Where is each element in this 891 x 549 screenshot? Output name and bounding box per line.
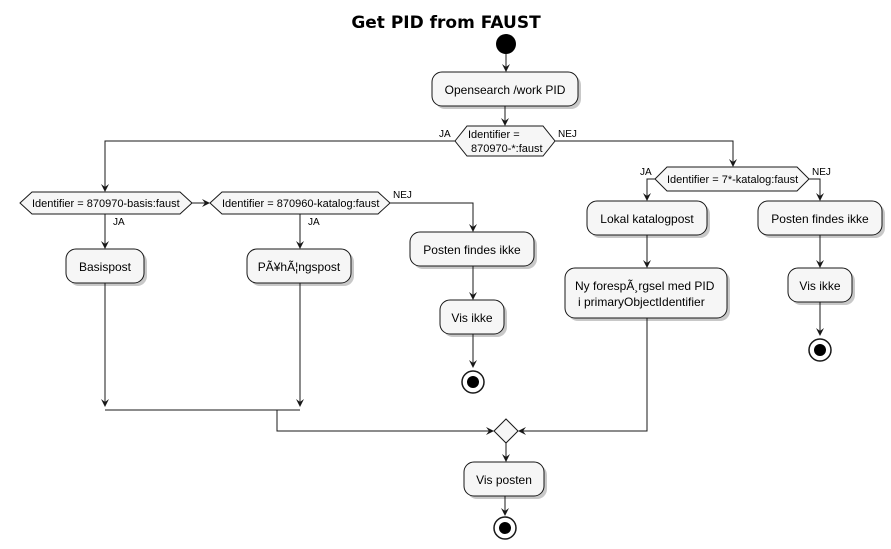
svg-text:Identifier = 870970-basis:faus: Identifier = 870970-basis:faust	[32, 198, 180, 210]
merge-node	[493, 418, 519, 444]
svg-text:Ny forespÃ¸rgsel med PID: Ny forespÃ¸rgsel med PID	[575, 279, 715, 293]
svg-text:Basispost: Basispost	[79, 260, 132, 274]
branch-label-nej: NEJ	[558, 129, 577, 140]
svg-text:Vis ikke: Vis ikke	[451, 311, 492, 325]
branch-label-ja: JA	[308, 217, 320, 228]
branch-label-ja: JA	[113, 217, 125, 228]
svg-text:PÃ¥hÃ¦ngspost: PÃ¥hÃ¦ngspost	[258, 260, 341, 274]
end-node-middle	[461, 370, 485, 394]
svg-text:i primaryObjectIdentifier: i primaryObjectIdentifier	[578, 295, 705, 309]
end-node-bottom	[493, 516, 517, 540]
svg-text:Opensearch /work PID: Opensearch /work PID	[445, 83, 566, 97]
activity-paahaengspost: PÃ¥hÃ¦ngspost	[246, 248, 354, 286]
diagram-title: Get PID from FAUST	[351, 13, 541, 33]
activity-ny-forespoergsel: Ny forespÃ¸rgsel med PID i primaryObject…	[564, 267, 730, 321]
svg-text:Vis ikke: Vis ikke	[799, 279, 840, 293]
svg-text:Lokal katalogpost: Lokal katalogpost	[600, 212, 694, 226]
decision-main: Identifier = 870970-*:faust	[454, 125, 556, 157]
svg-text:Identifier =: Identifier =	[468, 129, 520, 141]
activity-posten-findes-ikke-middle: Posten findes ikke	[409, 231, 537, 269]
activity-vis-ikke-right: Vis ikke	[787, 267, 855, 305]
decision-katalog7: Identifier = 7*-katalog:faust	[654, 166, 810, 192]
svg-text:Identifier = 870960-katalog:fa: Identifier = 870960-katalog:faust	[222, 198, 379, 210]
activity-vis-posten: Vis posten	[463, 461, 547, 499]
svg-text:Posten findes ikke: Posten findes ikke	[771, 212, 869, 226]
branch-label-nej: NEJ	[393, 190, 412, 201]
activity-opensearch: Opensearch /work PID	[431, 71, 581, 109]
svg-text:Identifier = 7*-katalog:faust: Identifier = 7*-katalog:faust	[667, 174, 798, 186]
svg-text:870970-*:faust: 870970-*:faust	[471, 143, 543, 155]
svg-text:Posten findes ikke: Posten findes ikke	[423, 243, 521, 257]
decision-basis: Identifier = 870970-basis:faust	[19, 191, 193, 215]
activity-basispost: Basispost	[65, 248, 147, 286]
svg-text:Vis posten: Vis posten	[476, 473, 532, 487]
activity-lokal-katalogpost: Lokal katalogpost	[586, 200, 710, 238]
decision-katalog960: Identifier = 870960-katalog:faust	[209, 191, 391, 215]
start-node	[496, 34, 516, 54]
branch-label-nej: NEJ	[812, 167, 831, 178]
branch-label-ja: JA	[640, 167, 652, 178]
end-node-right	[808, 338, 832, 362]
branch-label-ja: JA	[439, 129, 451, 140]
activity-vis-ikke-middle: Vis ikke	[439, 299, 507, 337]
activity-posten-findes-ikke-right: Posten findes ikke	[757, 200, 885, 238]
